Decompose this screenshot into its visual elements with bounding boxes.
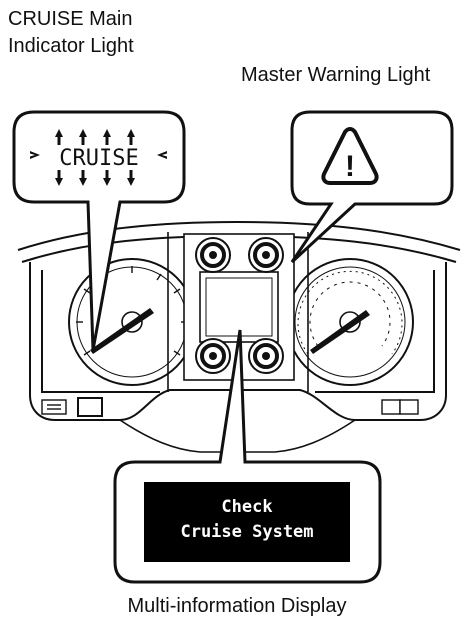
small-gauge-bottom-right	[248, 338, 284, 374]
cruise-indicator-callout: CRUISE	[12, 110, 186, 351]
cruise-main-label-line-1: CRUISE Main	[8, 8, 133, 30]
warning-exclamation: !	[345, 150, 355, 183]
master-warning-callout: !	[290, 110, 454, 264]
flash-rays-icon	[30, 129, 167, 186]
dashboard-housing	[17, 220, 461, 453]
tachometer-needle	[310, 310, 370, 354]
cruise-indicator-text: CRUISE	[59, 146, 138, 171]
display-message-line-1: Check	[221, 497, 272, 517]
speedometer-needle	[90, 308, 154, 354]
lower-left-switches	[41, 397, 103, 417]
speedometer-gauge	[68, 258, 196, 386]
warning-triangle-icon: !	[321, 127, 379, 185]
cruise-main-label-line-2: Indicator Light	[8, 35, 134, 57]
multi-info-screen	[144, 482, 350, 562]
multi-information-display-label: Multi-information Display	[127, 595, 347, 617]
small-gauge-top-right	[248, 237, 284, 273]
tachometer-gauge	[286, 258, 414, 386]
display-message-line-2: Cruise System	[180, 522, 313, 542]
cruise-main-indicator-label: CRUISE Main Indicator Light	[8, 6, 134, 60]
multi-information-display-callout: Check Cruise System	[113, 329, 382, 584]
lower-right-switches	[381, 399, 419, 415]
small-gauge-bottom-left	[195, 338, 231, 374]
small-gauge-top-left	[195, 237, 231, 273]
master-warning-light-label: Master Warning Light	[241, 64, 431, 86]
